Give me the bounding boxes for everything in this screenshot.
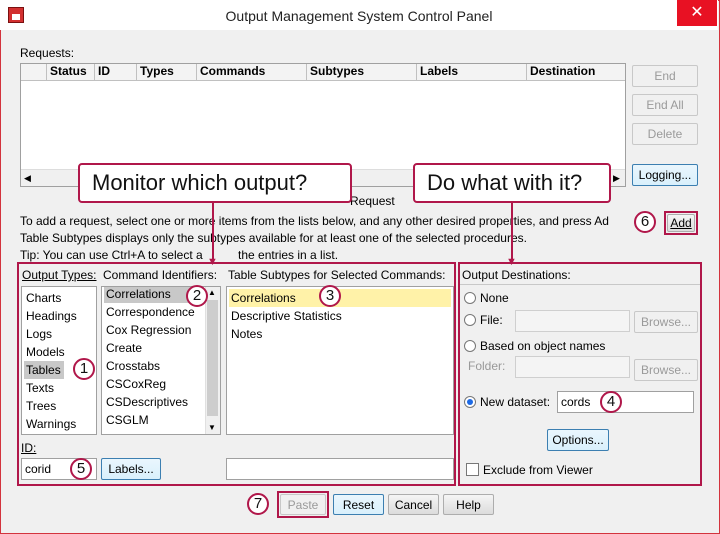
add-button-label: Add	[670, 216, 692, 230]
reset-button[interactable]: Reset	[333, 494, 384, 515]
output-type-item-selected[interactable]: Tables	[24, 361, 64, 379]
end-button[interactable]: End	[632, 65, 698, 87]
header-id[interactable]: ID	[95, 64, 137, 80]
destinations-divider	[460, 284, 700, 285]
scroll-up-icon[interactable]: ▲	[208, 288, 216, 297]
exclude-viewer-checkbox[interactable]	[466, 463, 479, 476]
output-type-item[interactable]: Logs	[26, 327, 53, 341]
output-types-label-text: Output Types:	[22, 268, 97, 282]
do-what-arrow-icon: ▼	[506, 256, 517, 268]
requests-table-header	[21, 64, 625, 81]
command-item[interactable]: Crosstabs	[106, 359, 161, 373]
file-input[interactable]	[515, 310, 630, 332]
scroll-down-icon[interactable]: ▼	[208, 423, 216, 432]
delete-button[interactable]: Delete	[632, 123, 698, 145]
exclude-viewer-label: Exclude from Viewer	[483, 463, 593, 477]
instruction-line-3b: the entries in a list.	[238, 248, 339, 262]
new-dataset-label: New dataset:	[480, 395, 551, 409]
command-item[interactable]: Cox Regression	[106, 323, 192, 337]
monitor-arrow-icon: ▼	[207, 256, 218, 268]
command-item[interactable]: Create	[106, 341, 143, 355]
close-icon[interactable]: ✕	[677, 0, 717, 26]
output-type-item[interactable]: Charts	[26, 291, 62, 305]
do-what-callout: Do what with it?	[413, 163, 611, 203]
subtype-item[interactable]: Descriptive Statistics	[231, 309, 342, 323]
header-labels[interactable]: Labels	[417, 64, 527, 80]
instruction-line-3a: Tip: You can use Ctrl+A to select a	[20, 248, 203, 262]
output-type-item[interactable]: Trees	[26, 399, 57, 413]
header-blank	[21, 64, 47, 80]
output-type-item[interactable]: Models	[26, 345, 65, 359]
table-subtypes-label: Table Subtypes for Selected Commands:	[228, 268, 446, 282]
header-status[interactable]: Status	[47, 64, 95, 80]
none-radio[interactable]	[464, 292, 476, 304]
app-icon	[8, 7, 24, 23]
folder-label: Folder:	[468, 359, 506, 373]
command-item[interactable]: CSDescriptives	[106, 395, 189, 409]
requests-label: Requests:	[20, 46, 75, 60]
header-destination[interactable]: Destination	[530, 64, 596, 78]
monitor-callout: Monitor which output?	[78, 163, 352, 203]
none-label: None	[480, 291, 509, 305]
scroll-right-icon[interactable]: ▶	[613, 173, 620, 183]
output-type-item[interactable]: Warnings	[26, 417, 77, 431]
object-names-label: Based on object names	[480, 339, 606, 353]
marker-5: 5	[70, 458, 92, 480]
object-names-radio[interactable]	[464, 340, 476, 352]
dataset-name-input[interactable]: cords	[557, 391, 694, 413]
file-radio[interactable]	[464, 314, 476, 326]
options-button[interactable]: Options...	[547, 429, 609, 451]
marker-1: 1	[73, 358, 95, 380]
help-button[interactable]: Help	[443, 494, 494, 515]
new-dataset-radio[interactable]	[464, 396, 476, 408]
marker-6: 6	[634, 211, 656, 233]
cancel-button[interactable]: Cancel	[388, 494, 439, 515]
id-label: ID:	[21, 441, 36, 455]
marker-3: 3	[319, 285, 341, 307]
logging-button[interactable]: Logging...	[632, 164, 698, 186]
marker-2: 2	[186, 285, 208, 307]
marker-7: 7	[247, 493, 269, 515]
instruction-line-2: Table Subtypes displays only the subtype…	[20, 231, 527, 245]
scroll-left-icon[interactable]: ◀	[24, 173, 31, 183]
header-commands[interactable]: Commands	[197, 64, 307, 80]
subtype-item[interactable]: Notes	[231, 327, 263, 341]
monitor-connector	[212, 200, 214, 262]
request-caption: Request	[350, 194, 395, 208]
command-item[interactable]: Correspondence	[106, 305, 195, 319]
output-type-item[interactable]: Texts	[26, 381, 55, 395]
scroll-thumb[interactable]	[207, 300, 218, 416]
instruction-line-1: To add a request, select one or more ite…	[20, 214, 609, 228]
output-types-label: Output Types:	[22, 268, 97, 282]
output-type-item[interactable]: Headings	[26, 309, 77, 323]
output-destinations-label: Output Destinations:	[462, 268, 571, 282]
header-subtypes[interactable]: Subtypes	[307, 64, 417, 80]
header-types[interactable]: Types	[137, 64, 197, 80]
destinations-highlight-box	[458, 262, 702, 486]
add-button[interactable]: Add	[667, 214, 695, 232]
paste-button[interactable]: Paste	[280, 494, 326, 515]
file-label: File:	[480, 313, 503, 327]
window-title: Output Management System Control Panel	[225, 8, 493, 24]
command-item[interactable]: CSCoxReg	[106, 377, 167, 391]
subtype-label-input[interactable]	[226, 458, 454, 480]
marker-4: 4	[600, 391, 622, 413]
end-all-button[interactable]: End All	[632, 94, 698, 116]
command-identifiers-list[interactable]: Correlations Correspondence Cox Regressi…	[101, 286, 221, 435]
do-what-connector	[511, 200, 513, 262]
id-label-text: ID:	[21, 441, 37, 455]
command-identifiers-label: Command Identifiers:	[103, 268, 218, 282]
add-button-highlight	[664, 211, 698, 235]
folder-input[interactable]	[515, 356, 630, 378]
folder-browse-button[interactable]: Browse...	[634, 359, 698, 381]
paste-button-highlight	[277, 491, 329, 518]
table-subtypes-list[interactable]: Correlations Descriptive Statistics Note…	[226, 286, 454, 435]
selection-highlight-box	[17, 262, 456, 486]
file-browse-button[interactable]: Browse...	[634, 311, 698, 333]
command-item[interactable]: CSGLM	[106, 413, 149, 427]
title-bar	[0, 0, 718, 30]
command-item-selected[interactable]: Correlations	[104, 287, 190, 303]
labels-button[interactable]: Labels...	[101, 458, 161, 480]
